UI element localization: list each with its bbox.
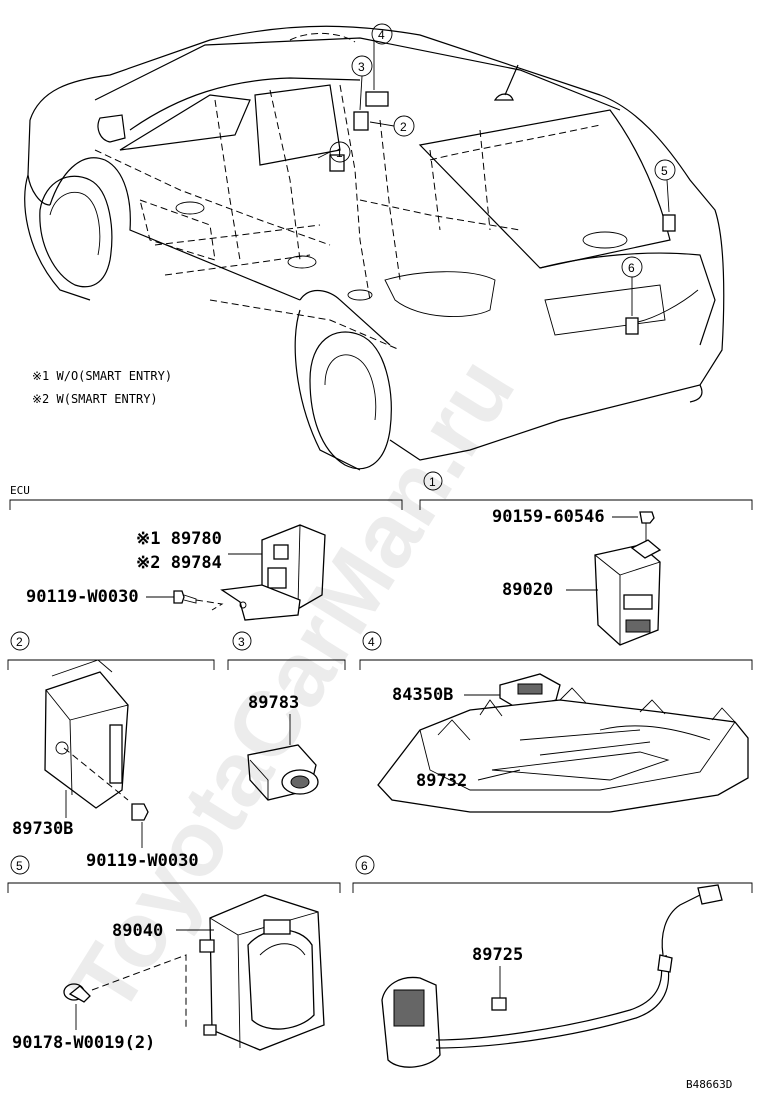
- part-89020-module: [594, 539, 662, 646]
- section-6-header: 6: [352, 855, 753, 893]
- part-89730b-label: 89730B: [12, 819, 73, 839]
- svg-text:6: 6: [628, 261, 635, 275]
- part-89780-label: ※1 89780: [136, 529, 222, 549]
- car-callout-1: 1: [317, 141, 351, 163]
- svg-text:2: 2: [400, 120, 407, 134]
- clip-90178-dashed: [91, 954, 187, 1030]
- part-90119-w0030-label: 90119-W0030: [26, 587, 139, 607]
- bolt-89730b-dashed: [63, 747, 129, 801]
- section-4-header: 4: [359, 631, 753, 670]
- part-89732-overhead-console: [377, 687, 749, 813]
- ecu-bracket-part: [220, 524, 326, 621]
- ecu-bolt-dashed-line: [195, 599, 224, 611]
- part-90159-60546-label: 90159-60546: [492, 507, 605, 527]
- svg-text:6: 6: [361, 859, 368, 873]
- part-89040-horn-ecu: [199, 894, 325, 1051]
- clip-90178: [63, 983, 91, 1003]
- note-with-smart-entry: ※2 W(SMART ENTRY): [32, 392, 158, 406]
- note-without-smart-entry: ※1 W/O(SMART ENTRY): [32, 369, 172, 383]
- part-89725-label: 89725: [472, 945, 523, 965]
- part-89730b-module: [44, 659, 129, 809]
- leader-89732: [477, 769, 521, 781]
- part-89732-label: 89732: [416, 771, 467, 791]
- bolt-90119-b: [131, 803, 149, 821]
- svg-text:3: 3: [358, 60, 365, 74]
- svg-text:3: 3: [238, 635, 245, 649]
- car-callout-2: 2: [369, 115, 415, 137]
- svg-text:5: 5: [16, 859, 23, 873]
- svg-text:4: 4: [378, 28, 385, 42]
- svg-text:ECU: ECU: [10, 484, 30, 497]
- svg-text:1: 1: [336, 146, 343, 160]
- svg-text:1: 1: [429, 475, 436, 489]
- part-89040-label: 89040: [112, 921, 163, 941]
- part-89725-wire-harness: [381, 884, 723, 1068]
- section-1-header: 1: [419, 471, 753, 510]
- part-89783-sensor: [247, 744, 319, 801]
- car-callout-6: 6: [621, 256, 643, 316]
- bolt-90119-a: [173, 590, 197, 604]
- part-90178-w0019-label: 90178-W0019(2): [12, 1033, 155, 1053]
- svg-text:5: 5: [661, 164, 668, 178]
- car-callout-3: 3: [351, 55, 373, 111]
- part-90119-w0030-b-label: 90119-W0030: [86, 851, 199, 871]
- section-5-header: 5: [7, 855, 341, 893]
- svg-text:4: 4: [368, 635, 375, 649]
- part-89783-label: 89783: [248, 693, 299, 713]
- section-2-header: 2: [7, 631, 215, 670]
- car-callout-4: 4: [371, 23, 393, 90]
- bolt-90159: [639, 511, 655, 540]
- svg-text:2: 2: [16, 635, 23, 649]
- section-ecu-header: ECU: [9, 484, 403, 510]
- part-89020-label: 89020: [502, 580, 553, 600]
- figure-id: B48663D: [686, 1078, 732, 1091]
- part-84350b-label: 84350B: [392, 685, 453, 705]
- section-3-header: 3: [227, 631, 346, 670]
- car-callout-5: 5: [654, 159, 676, 213]
- part-89784-label: ※2 89784: [136, 553, 222, 573]
- car-illustration: [24, 25, 725, 471]
